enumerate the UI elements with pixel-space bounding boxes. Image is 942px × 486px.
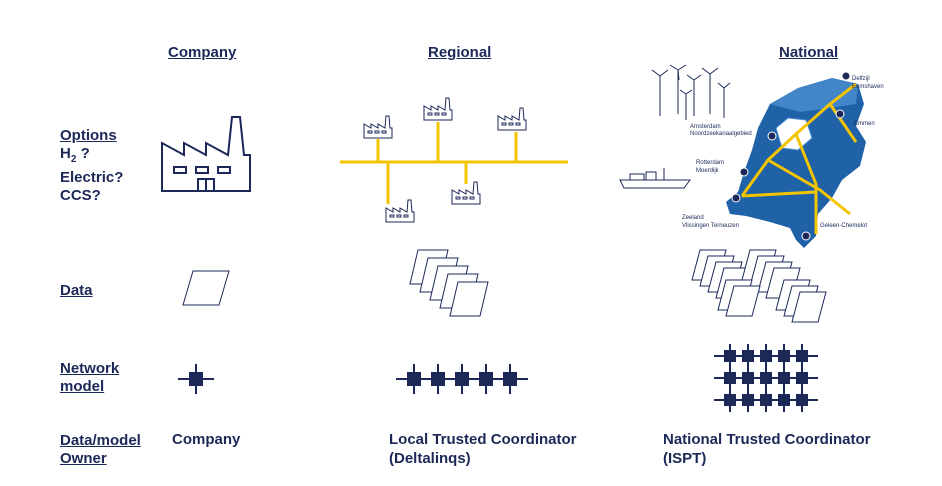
column-header-regional: Regional bbox=[428, 44, 492, 61]
country-shape bbox=[726, 78, 866, 248]
map-label-emmen: Emmen bbox=[854, 121, 875, 127]
regional-factories bbox=[363, 97, 527, 223]
pin-icon bbox=[767, 131, 777, 141]
data-sheet-icon bbox=[182, 270, 230, 306]
pin-icon bbox=[841, 71, 851, 81]
location-pins bbox=[731, 71, 851, 241]
pin-icon bbox=[739, 167, 749, 177]
row-label-data: Data bbox=[60, 282, 93, 299]
factory-icon bbox=[161, 116, 251, 192]
factory-icon bbox=[363, 115, 393, 139]
options-ccs: CCS? bbox=[60, 187, 101, 204]
owner-company: Company bbox=[172, 431, 241, 448]
column-header-company: Company bbox=[168, 44, 237, 61]
data-sheets-stack-icon bbox=[409, 249, 489, 317]
map-label-zeeland: Zeeland bbox=[682, 215, 704, 221]
column-header-national: National bbox=[779, 44, 839, 61]
options-title: Options bbox=[60, 127, 117, 144]
row-label-options: Options H2 ? Electric? CCS? bbox=[60, 127, 123, 205]
map-label-amsterdam: Amsterdam bbox=[690, 124, 721, 130]
owner-national: National Trusted Coordinator (ISPT) bbox=[663, 431, 871, 467]
options-electric: Electric? bbox=[60, 169, 124, 186]
map-label-rotterdam: Rotterdam bbox=[696, 160, 725, 166]
ship-icon bbox=[619, 168, 691, 189]
factory-icon bbox=[385, 199, 415, 223]
map-label-vlissingen-terneuzen: Vlissingen Terneuzen bbox=[682, 223, 739, 229]
pin-icon bbox=[731, 193, 741, 203]
row-label-owner: Data/model Owner bbox=[60, 432, 141, 467]
map-label-delfzijl: Delfzijl bbox=[852, 76, 870, 82]
regional-pipeline-network bbox=[340, 97, 568, 223]
map-label-moerdijk: Moerdijk bbox=[696, 168, 719, 174]
national-pipeline-lines bbox=[740, 82, 858, 234]
data-sheets-multi-stack-icon bbox=[691, 249, 827, 323]
pin-icon bbox=[835, 109, 845, 119]
map-label-eemshaven: Eemshaven bbox=[852, 84, 884, 90]
row-label-network-model: Network model bbox=[60, 360, 120, 395]
factory-icon bbox=[497, 107, 527, 131]
network-grid-icon bbox=[714, 344, 818, 412]
factory-icon bbox=[451, 181, 481, 205]
wind-turbine-icons bbox=[651, 64, 731, 120]
netherlands-map bbox=[619, 64, 866, 248]
map-label-geleen-chemelot: Geleen-Chemelot bbox=[820, 223, 868, 229]
map-label-noordzeekanaalgebied: Noordzeekanaalgebied bbox=[690, 131, 752, 137]
pipeline-lines bbox=[340, 122, 568, 204]
pin-icon bbox=[801, 231, 811, 241]
network-row-icon bbox=[396, 364, 528, 394]
factory-icon bbox=[423, 97, 453, 121]
owner-regional: Local Trusted Coordinator (Deltalinqs) bbox=[389, 431, 577, 467]
network-node-icon bbox=[178, 364, 214, 394]
options-h2: H2 ? bbox=[60, 145, 90, 165]
